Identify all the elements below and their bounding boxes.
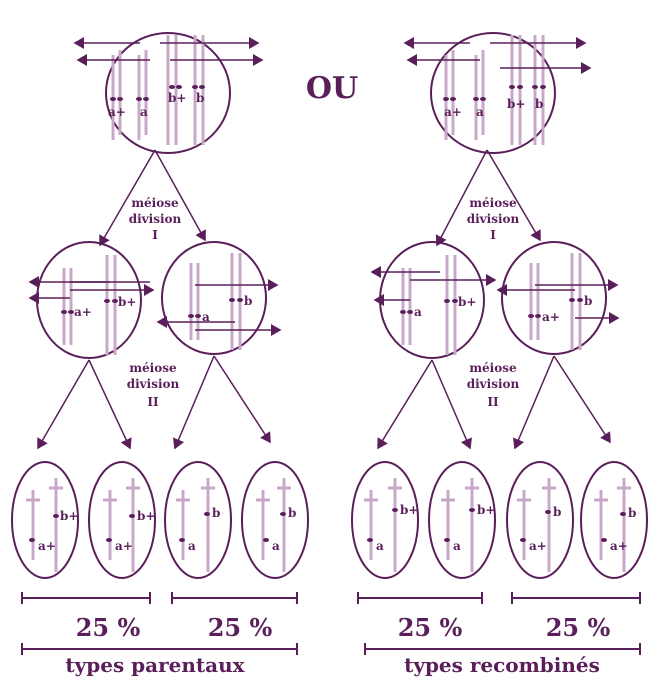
allele-a: a [202,310,210,324]
right-parent-cell: a+ a b+ b [403,32,592,154]
label-division-2: division [127,377,180,391]
label-div-I: I [152,228,158,242]
left-parent-cell: a+ a b+ b [73,32,264,154]
allele-a: a [272,539,280,553]
allele-b: b [244,294,252,308]
right-gamete-1: a b+ [351,461,419,579]
left-gamete-3: a b [164,461,232,579]
label-meiose-1-right: méiose [469,196,517,210]
footer-recombined: types recombinés [404,653,600,677]
allele-b: b [584,294,592,308]
allele-b-plus: b+ [458,295,476,309]
right-div1-cell-1: a b+ [370,241,497,359]
right-gamete-4: a+ b [580,461,648,579]
allele-a: a [453,539,461,553]
label-division-1-right: division [467,212,520,226]
allele-b-plus: b+ [137,509,155,523]
percent-parental-1: 25 % [76,613,141,642]
label-div-I-right: I [490,228,496,242]
allele-b-plus: b+ [400,503,418,517]
allele-b-plus: b+ [118,295,136,309]
label-meiose-2-right: méiose [469,361,517,375]
allele-a-plus: a+ [610,539,628,553]
allele-a-plus: a+ [108,105,126,119]
left-gamete-2: a+ b+ [88,461,156,579]
label-division-1: division [129,212,182,226]
right-div1-cell-2: a+ b [496,241,620,355]
left-scenario: a+ a b+ b méiose division I [11,32,309,677]
label-meiose-2: méiose [129,361,177,375]
allele-b: b [288,506,296,520]
right-gamete-3: a+ b [506,461,574,579]
label-meiose-1: méiose [131,196,179,210]
right-gamete-2: a b+ [428,461,496,579]
allele-a-plus: a+ [529,539,547,553]
percent-recomb-2: 25 % [546,613,611,642]
percent-recomb-1: 25 % [398,613,463,642]
allele-b-plus: b+ [168,91,186,105]
allele-b: b [553,505,561,519]
label-division-2-right: division [467,377,520,391]
allele-a: a [376,539,384,553]
left-gamete-1: a+ b+ [11,461,79,579]
allele-b-plus: b+ [60,509,78,523]
allele-b: b [212,506,220,520]
left-div1-cell-2: a b [156,241,282,355]
footer-parental: types parentaux [65,653,245,677]
or-separator: OU [306,71,358,106]
allele-b: b [196,91,204,105]
left-div1-cell-1: a+ b+ [28,241,155,359]
allele-a-plus: a+ [542,310,560,324]
right-scenario: a+ a b+ b méiose division I [351,32,648,677]
allele-a-plus: a+ [444,105,462,119]
allele-a: a [476,105,484,119]
allele-b-plus: b+ [507,97,525,111]
allele-a-plus: a+ [38,539,56,553]
allele-b: b [628,506,636,520]
label-div-II: II [147,395,159,409]
allele-a-plus: a+ [115,539,133,553]
left-gamete-4: a b [241,461,309,579]
allele-a: a [414,305,422,319]
allele-a: a [140,105,148,119]
percent-parental-2: 25 % [208,613,273,642]
allele-b: b [535,97,543,111]
allele-a: a [188,539,196,553]
allele-b-plus: b+ [477,503,495,517]
allele-a-plus: a+ [74,305,92,319]
label-div-II-right: II [487,395,499,409]
